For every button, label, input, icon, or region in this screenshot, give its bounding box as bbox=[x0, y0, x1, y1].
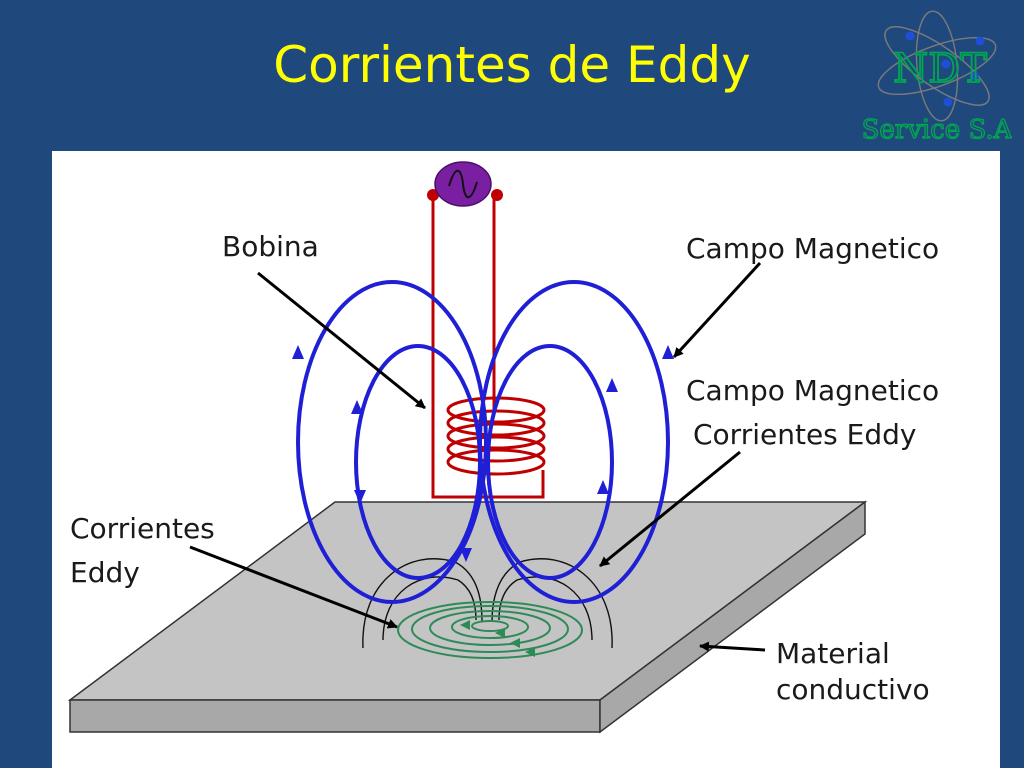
logo-service: Service S.A bbox=[862, 115, 1012, 145]
coil-lead-left bbox=[431, 197, 545, 499]
ac-source bbox=[427, 161, 503, 207]
eddy-ring bbox=[429, 610, 551, 646]
label-campo-magnetico-eddy: Campo Magnetico bbox=[686, 374, 940, 407]
arrow-corrientes-eddy bbox=[189, 545, 398, 629]
label-corrientes-eddy-field: Corrientes Eddy bbox=[693, 418, 917, 451]
eddy-ring bbox=[471, 620, 509, 632]
eddy-ring bbox=[451, 615, 529, 639]
ndt-service-logo: NDT Service S.A bbox=[862, 10, 1012, 146]
terminal-right bbox=[491, 189, 503, 201]
label-material: Material bbox=[776, 637, 890, 670]
field-loop-outer-left bbox=[296, 280, 488, 604]
eddy-ring bbox=[397, 601, 583, 659]
electron-dots bbox=[905, 31, 985, 107]
label-eddy: Eddy bbox=[70, 556, 140, 589]
arrow-campo-eddy bbox=[599, 450, 741, 568]
arrow-campo-magnetico bbox=[672, 261, 762, 359]
label-campo-magnetico: Campo Magnetico bbox=[686, 232, 940, 265]
eddy-field-lines bbox=[362, 558, 613, 649]
label-conductivo: conductivo bbox=[776, 673, 930, 706]
arrow-material bbox=[699, 641, 766, 652]
eddy-field-line bbox=[382, 576, 477, 641]
slide-title: Corrientes de Eddy bbox=[273, 36, 751, 94]
conductive-plate bbox=[67, 500, 868, 734]
plate-side-face bbox=[599, 500, 866, 734]
arrow-bobina bbox=[257, 271, 426, 410]
magnetic-field-lines bbox=[296, 280, 670, 604]
label-bobina: Bobina bbox=[222, 230, 319, 263]
atom-orbits bbox=[877, 10, 997, 122]
eddy-direction-arrows bbox=[460, 620, 535, 657]
eddy-current-rings bbox=[397, 601, 583, 659]
label-corrientes: Corrientes bbox=[70, 512, 215, 545]
eddy-field-line bbox=[491, 558, 613, 649]
diagram-panel bbox=[52, 151, 1000, 768]
plate-front-face bbox=[69, 699, 601, 733]
field-loop-inner-right bbox=[486, 344, 614, 580]
field-loop-outer-right bbox=[478, 280, 670, 604]
leader-arrows bbox=[189, 261, 766, 652]
logo-ndt: NDT bbox=[893, 46, 987, 92]
field-direction-arrows bbox=[292, 345, 674, 562]
eddy-current-diagram bbox=[67, 161, 868, 734]
eddy-field-line bbox=[362, 558, 483, 649]
eddy-ring bbox=[411, 605, 569, 653]
ac-sine-wave-icon bbox=[448, 169, 478, 199]
